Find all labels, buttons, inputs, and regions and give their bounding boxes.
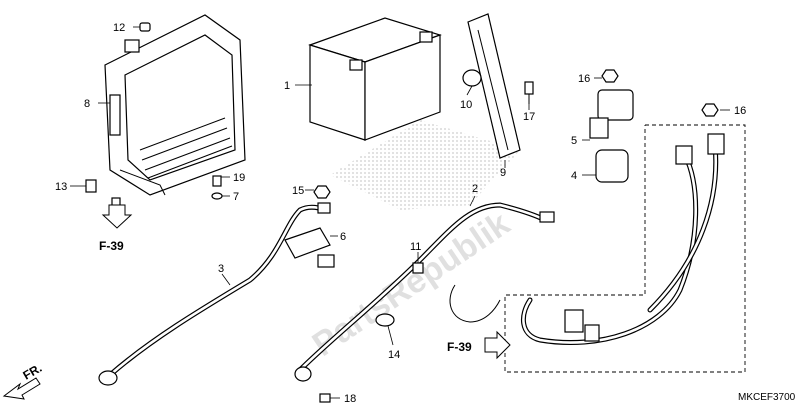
- bolt-19[interactable]: [212, 175, 222, 187]
- reference-label-2: F-39: [447, 340, 472, 354]
- ground-lead[interactable]: [449, 284, 501, 323]
- rubber-cushion[interactable]: [462, 69, 482, 87]
- callout-8: 8: [84, 98, 90, 110]
- battery-band[interactable]: [467, 13, 521, 159]
- cable-clip[interactable]: [375, 313, 395, 327]
- nut-16-top[interactable]: [601, 69, 619, 83]
- callout-5: 5: [571, 135, 577, 147]
- reference-arrow-right[interactable]: F-39: [447, 330, 511, 360]
- callout-18: 18: [344, 393, 356, 405]
- shadow-region: [330, 120, 520, 210]
- callout-14: 14: [388, 349, 400, 361]
- callout-9: 9: [500, 167, 506, 179]
- callout-19: 19: [233, 172, 245, 184]
- diagram-code: MKCEF3700: [738, 392, 796, 403]
- reference-arrow-down[interactable]: F-39: [99, 204, 133, 253]
- front-direction-indicator: FR.: [2, 361, 45, 400]
- cable-3[interactable]: [98, 202, 331, 386]
- callout-3: 3: [218, 263, 224, 275]
- callout-17: 17: [523, 111, 535, 123]
- callout-7: 7: [233, 191, 239, 203]
- battery[interactable]: [308, 17, 442, 141]
- reference-label-1: F-39: [99, 239, 124, 253]
- callout-6: 6: [340, 231, 346, 243]
- callout-1: 1: [284, 80, 290, 92]
- bolt-18[interactable]: [319, 393, 331, 403]
- battery-box[interactable]: [104, 14, 246, 196]
- nut-16-right[interactable]: [701, 103, 719, 117]
- direction-label: FR.: [21, 361, 45, 383]
- callout-12: 12: [113, 22, 125, 34]
- callout-16-right: 16: [734, 105, 746, 117]
- clip-13[interactable]: [85, 179, 97, 193]
- washer-7[interactable]: [211, 192, 223, 200]
- callout-10: 10: [460, 99, 472, 111]
- callout-15: 15: [292, 185, 304, 197]
- callout-11: 11: [410, 241, 421, 253]
- callout-2: 2: [472, 183, 478, 195]
- callout-16-top: 16: [578, 73, 590, 85]
- fuse-holder[interactable]: [284, 227, 335, 268]
- bolt-11[interactable]: [412, 262, 424, 274]
- cable-2[interactable]: [294, 202, 555, 382]
- main-harness[interactable]: [520, 133, 725, 346]
- callout-13: 13: [55, 181, 67, 193]
- harness-dashed-outline: [504, 124, 746, 373]
- nut-15[interactable]: [313, 185, 331, 199]
- starter-relay[interactable]: [589, 89, 634, 183]
- bolt-17[interactable]: [524, 81, 534, 104]
- callout-4: 4: [571, 170, 577, 182]
- grommet-12[interactable]: [139, 22, 151, 32]
